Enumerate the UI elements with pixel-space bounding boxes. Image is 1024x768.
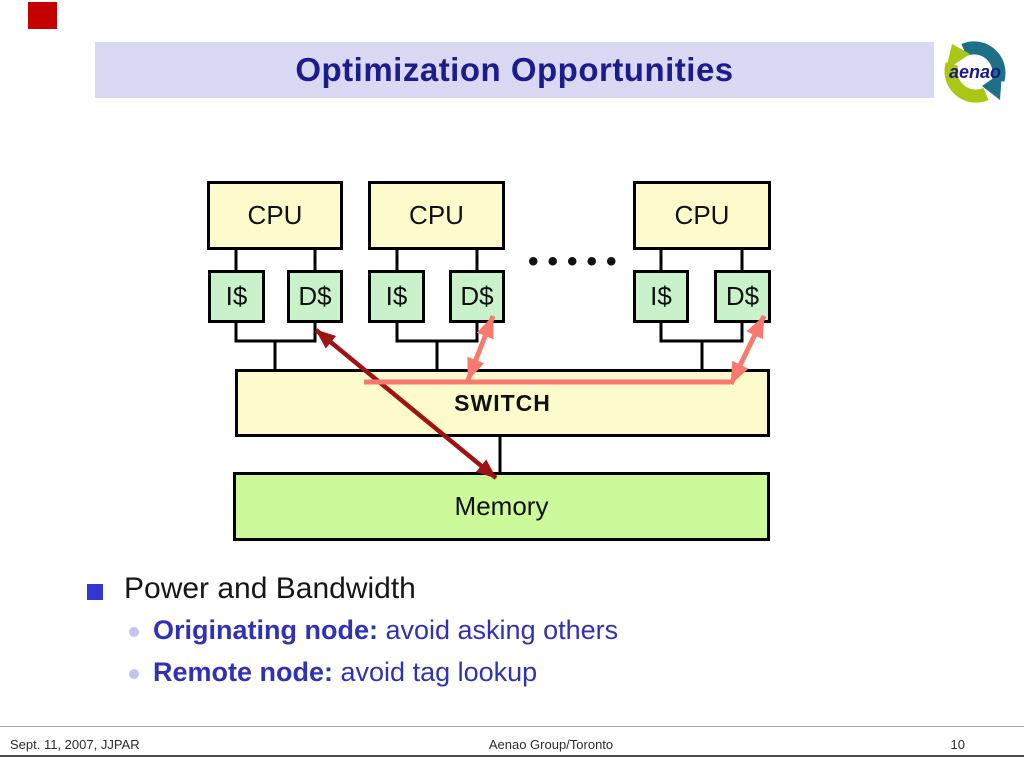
dcache-label: D$ — [725, 281, 760, 311]
bullet-bold-text: Remote node: — [153, 657, 334, 687]
circle-bullet-icon — [129, 669, 139, 679]
dcache-box-2: D$ — [449, 270, 505, 323]
logo-arrows-icon: aenao — [944, 41, 1006, 103]
logo-text: aenao — [949, 62, 1001, 82]
cpu-label: CPU — [409, 200, 464, 230]
bullet-rest-text: avoid asking others — [377, 615, 619, 645]
cpu-label: CPU — [247, 200, 303, 230]
icache-box-2: I$ — [368, 270, 425, 323]
bullet-bold-text: Originating node: — [153, 615, 378, 645]
memory-label: Memory — [454, 491, 549, 521]
aenao-logo: aenao — [934, 30, 1018, 110]
title-bar: Optimization Opportunities — [95, 42, 934, 98]
square-bullet-icon — [87, 584, 103, 600]
switch-box: SWITCH — [235, 369, 770, 437]
dcache-label: D$ — [298, 281, 332, 311]
dcache-label: D$ — [460, 281, 494, 311]
bullet-level2-line: Remote node: avoid tag lookup — [153, 657, 537, 688]
cpu-label: CPU — [674, 200, 730, 230]
footer-group-name: Aenao Group/Toronto — [488, 737, 614, 752]
corner-square — [28, 2, 57, 29]
cpu-box-3: CPU — [633, 181, 771, 250]
bottom-rule — [0, 755, 1024, 757]
page-title: Optimization Opportunities — [295, 51, 734, 88]
icache-box-1: I$ — [208, 270, 265, 323]
footer-page-number: 10 — [950, 737, 965, 752]
footer-rule — [0, 726, 1024, 727]
dcache-box-1: D$ — [287, 270, 343, 323]
cpu-box-2: CPU — [368, 181, 505, 250]
icache-label: I$ — [385, 281, 408, 311]
icache-box-3: I$ — [633, 270, 689, 323]
icache-label: I$ — [225, 281, 248, 311]
dcache-box-3: D$ — [714, 270, 771, 323]
icache-label: I$ — [650, 281, 672, 311]
bullet-level1-text: Power and Bandwidth — [124, 572, 416, 605]
bullet-level2-line: Originating node: avoid asking others — [153, 615, 618, 646]
circle-bullet-icon — [129, 627, 139, 637]
switch-label: SWITCH — [454, 389, 551, 416]
memory-box: Memory — [233, 472, 770, 541]
ellipsis-dots: ••••• — [528, 245, 626, 278]
cpu-box-1: CPU — [207, 181, 343, 250]
footer-date: Sept. 11, 2007, JJPAR — [10, 737, 140, 752]
bullet-rest-text: avoid tag lookup — [333, 657, 538, 687]
